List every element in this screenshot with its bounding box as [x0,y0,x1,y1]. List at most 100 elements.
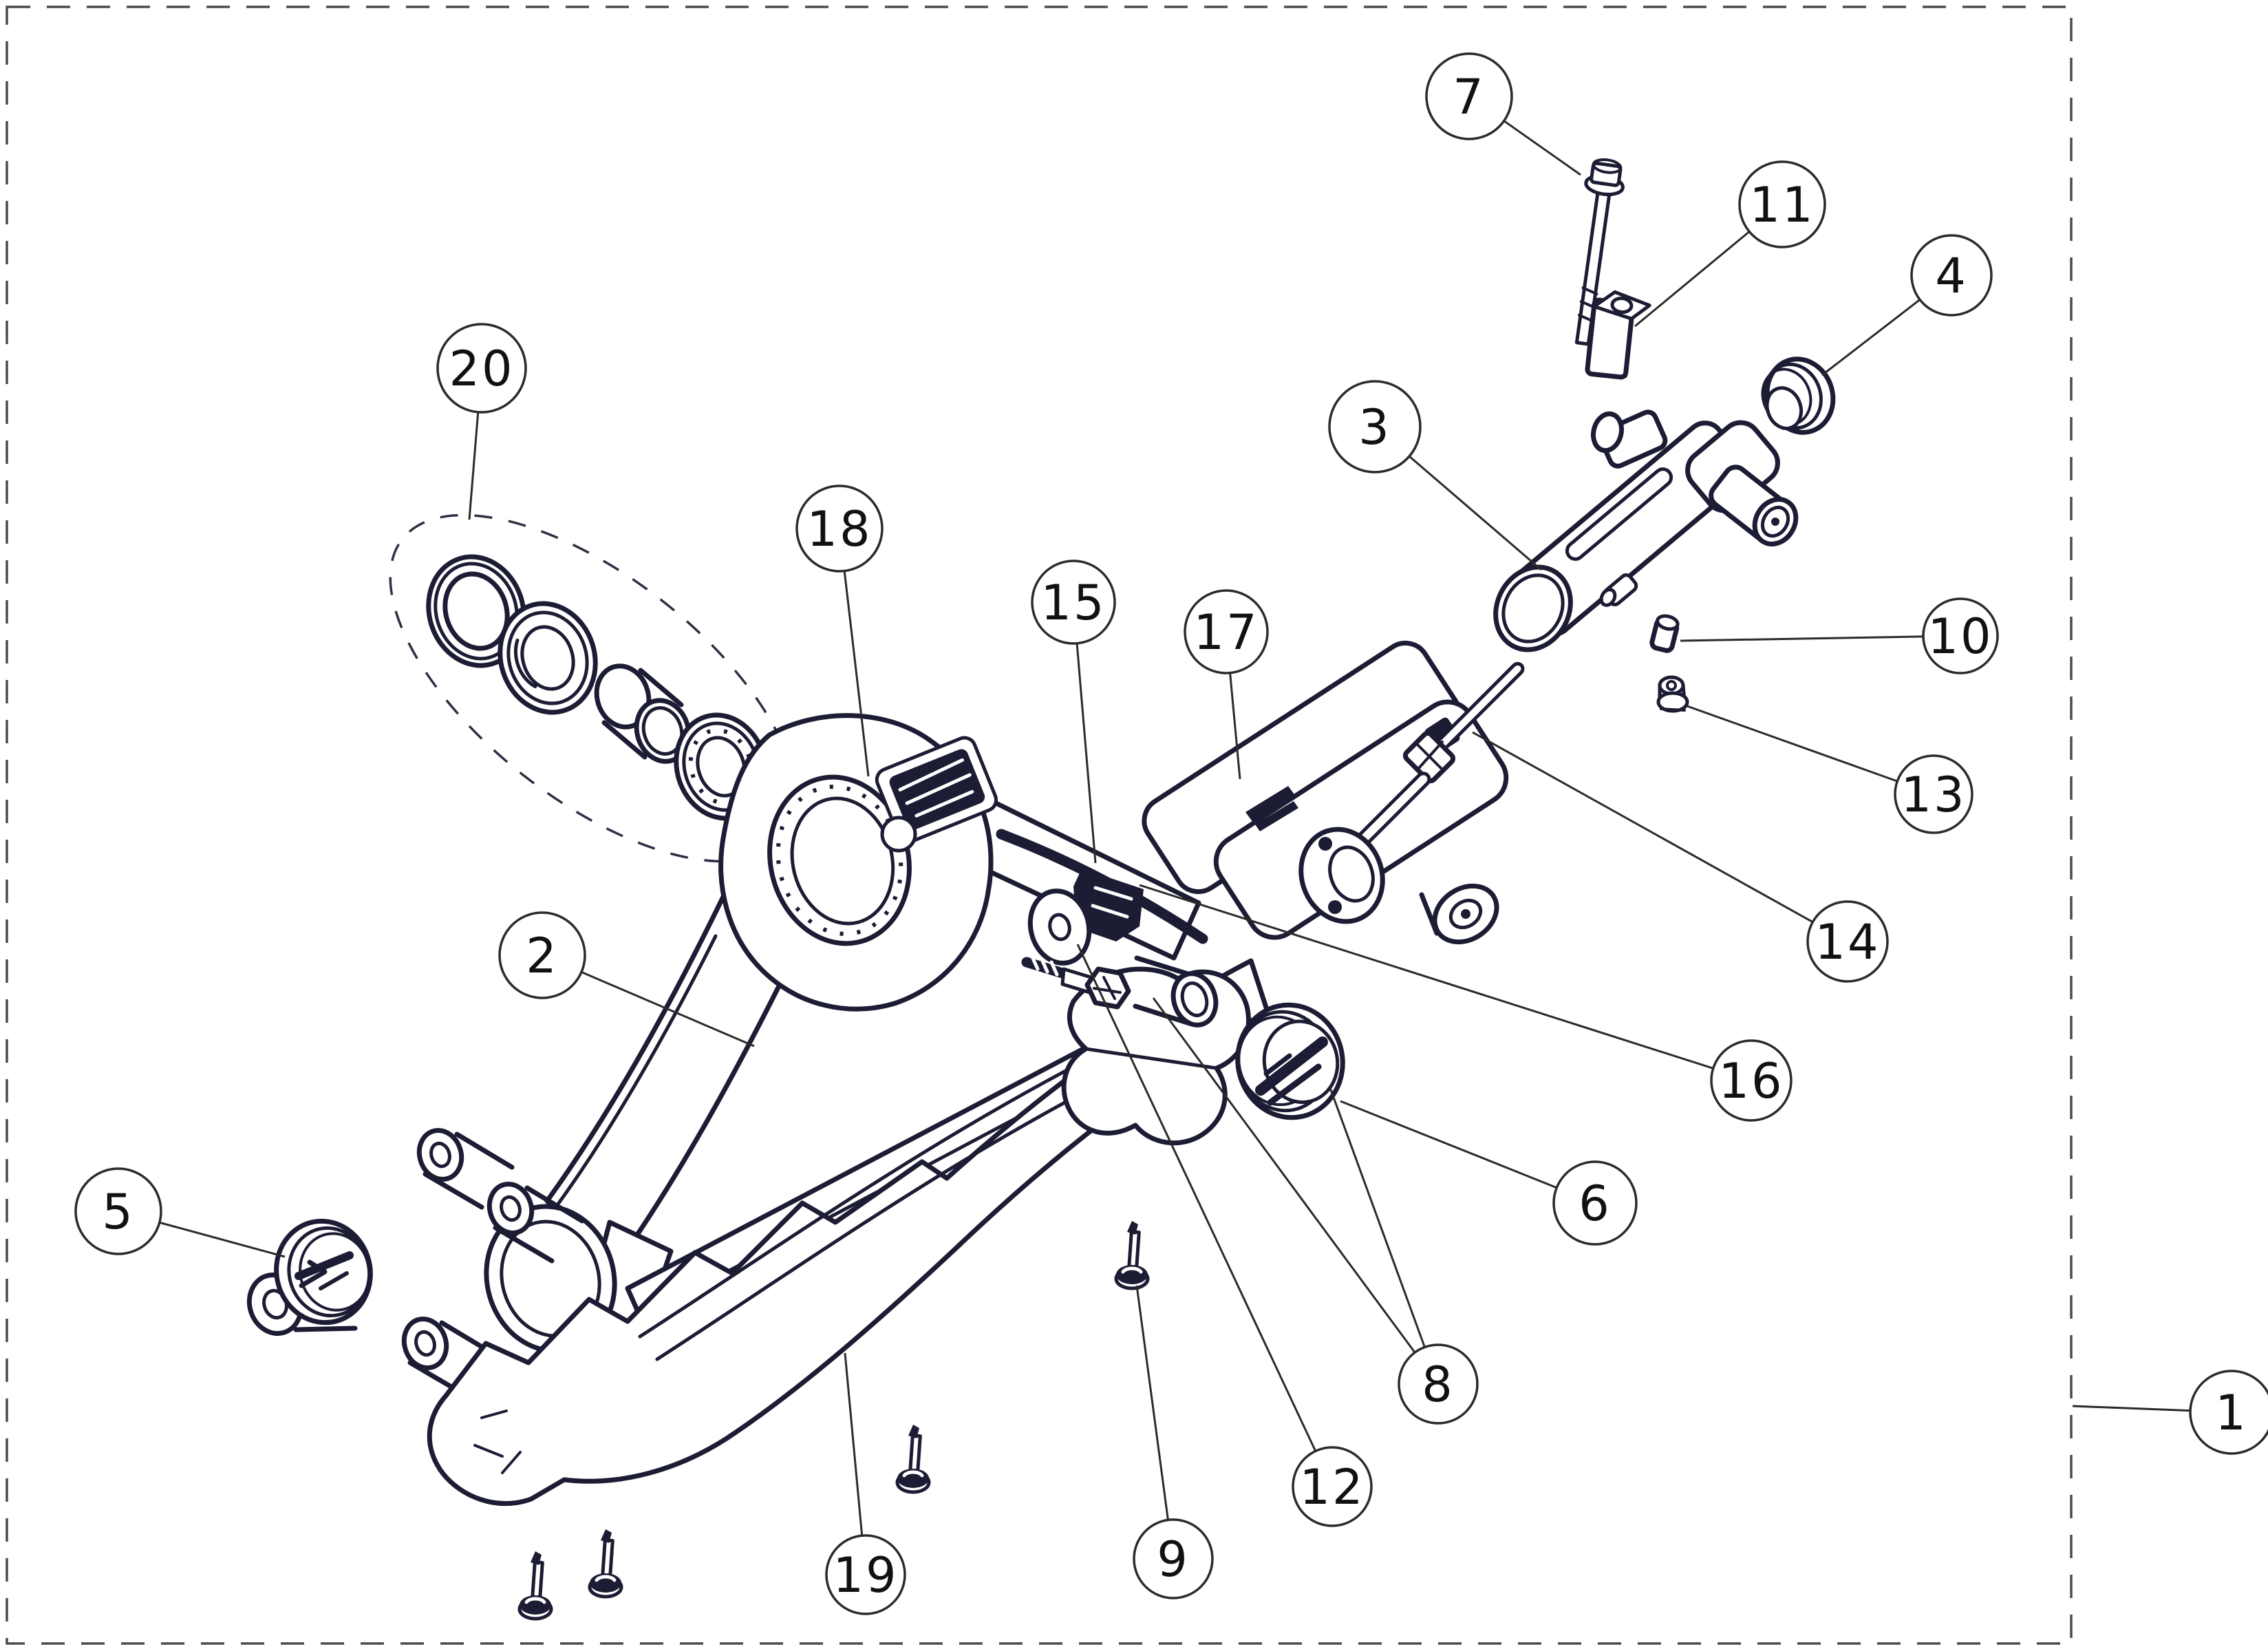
adjuster-rod-with-nut-icon [1298,661,1525,924]
bushing-stub-icon [416,1128,515,1210]
square-spacer-block-icon [1585,290,1651,380]
callout-number-8: 8 [1422,1357,1455,1413]
callout-9: 9 [1133,1518,1214,1599]
callout-leader-8 [1152,997,1416,1354]
callout-number-19: 19 [833,1547,898,1604]
callout-circle-16 [1710,1039,1793,1122]
callout-circle-19 [825,1534,906,1615]
callout-7: 7 [1425,52,1513,140]
chain-pad-icon [996,829,1208,944]
callout-circle-20 [436,323,527,414]
callout-circle-2 [498,911,586,999]
callout-number-4: 4 [1935,248,1968,304]
callout-leader-12 [1076,944,1317,1452]
callout-leader-14 [1472,731,1814,924]
bearing-repair-kit-icon [389,513,798,863]
callout-leader-5 [159,1221,286,1258]
callout-number-12: 12 [1299,1459,1365,1515]
callout-number-10: 10 [1927,608,1993,665]
callout-number-15: 15 [1040,575,1106,631]
pan-head-screw-icon [895,1425,931,1494]
callout-leader-4 [1821,299,1921,376]
callout-13: 13 [1894,754,1973,834]
callout-leader-16 [1139,884,1714,1070]
callout-circle-14 [1806,900,1889,983]
callout-number-14: 14 [1815,914,1880,970]
callout-number-3: 3 [1358,399,1391,456]
callout-17: 17 [1184,589,1269,674]
callout-number-7: 7 [1453,69,1486,125]
callout-circle-17 [1184,589,1269,674]
callout-circle-10 [1922,597,1999,674]
callout-leader-7 [1503,120,1581,176]
callout-leader-10 [1680,635,1924,642]
pan-head-screw-icon [1114,1221,1150,1290]
callout-circle-1 [2189,1370,2268,1455]
callout-leader-13 [1687,705,1898,783]
callout-number-20: 20 [449,341,514,397]
callout-number-17: 17 [1193,604,1259,661]
callout-leader-6 [1340,1100,1557,1189]
callout-10: 10 [1922,597,1999,674]
callout-leader-15 [1076,643,1097,864]
callout-11: 11 [1738,160,1826,248]
hex-bolt-with-bushing-icon [1021,955,1219,1028]
bushing-stub-icon [401,1317,500,1398]
callout-2: 2 [498,911,586,999]
callout-leader-20 [468,412,480,520]
pan-head-screw-icon [517,1551,553,1621]
logo-round-cap-icon [1235,1002,1345,1120]
callout-4: 4 [1910,234,1993,317]
callout-14: 14 [1806,900,1889,983]
pivot-washer-icon [1027,889,1092,966]
callout-16: 16 [1710,1039,1793,1122]
callout-leader-1 [2072,1405,2191,1412]
chain-adjuster-housing-icon [1493,409,1799,652]
callout-15: 15 [1031,560,1116,645]
callout-circle-18 [795,485,884,573]
callout-leader-19 [844,1352,864,1536]
callout-12: 12 [1292,1446,1373,1527]
small-pin-bushing-icon [1649,614,1680,653]
callout-leader-2 [581,971,755,1047]
callout-circle-12 [1292,1446,1373,1527]
callout-leader-17 [1229,672,1241,780]
callout-number-13: 13 [1901,767,1966,823]
callout-3: 3 [1328,380,1422,474]
callout-number-9: 9 [1157,1531,1190,1588]
callout-circle-11 [1738,160,1826,248]
callout-6: 6 [1552,1160,1638,1246]
callout-leader-9 [1135,1285,1169,1520]
callout-20: 20 [436,323,527,414]
callout-19: 19 [825,1534,906,1615]
frame-border [6,6,2073,1645]
callout-circle-5 [74,1167,162,1255]
callout-circle-7 [1425,52,1513,140]
callout-number-2: 2 [526,928,559,984]
callout-circle-13 [1894,754,1973,834]
callout-circle-6 [1552,1160,1638,1246]
callout-leader-18 [843,571,870,777]
callout-leader-8 [1328,1085,1426,1348]
callout-circle-8 [1398,1343,1479,1425]
callout-18: 18 [795,485,884,573]
callout-circle-3 [1328,380,1422,474]
callout-5: 5 [74,1167,162,1255]
callout-leader-11 [1634,231,1751,328]
callout-8: 8 [1398,1343,1479,1425]
callout-circle-4 [1910,234,1993,317]
swingarm-pivot-head-icon [718,713,998,1012]
pan-head-screw-icon [588,1529,623,1599]
callout-number-5: 5 [102,1184,135,1240]
callout-number-16: 16 [1718,1053,1784,1109]
callout-circle-9 [1133,1518,1214,1599]
logo-end-cap-icon [274,1218,373,1326]
callout-leader-3 [1409,455,1542,571]
long-hex-bolt-icon [1574,158,1625,346]
flange-nut-icon [1656,675,1689,713]
bushing-stub-icon [486,1182,585,1264]
callout-number-1: 1 [2215,1385,2248,1441]
